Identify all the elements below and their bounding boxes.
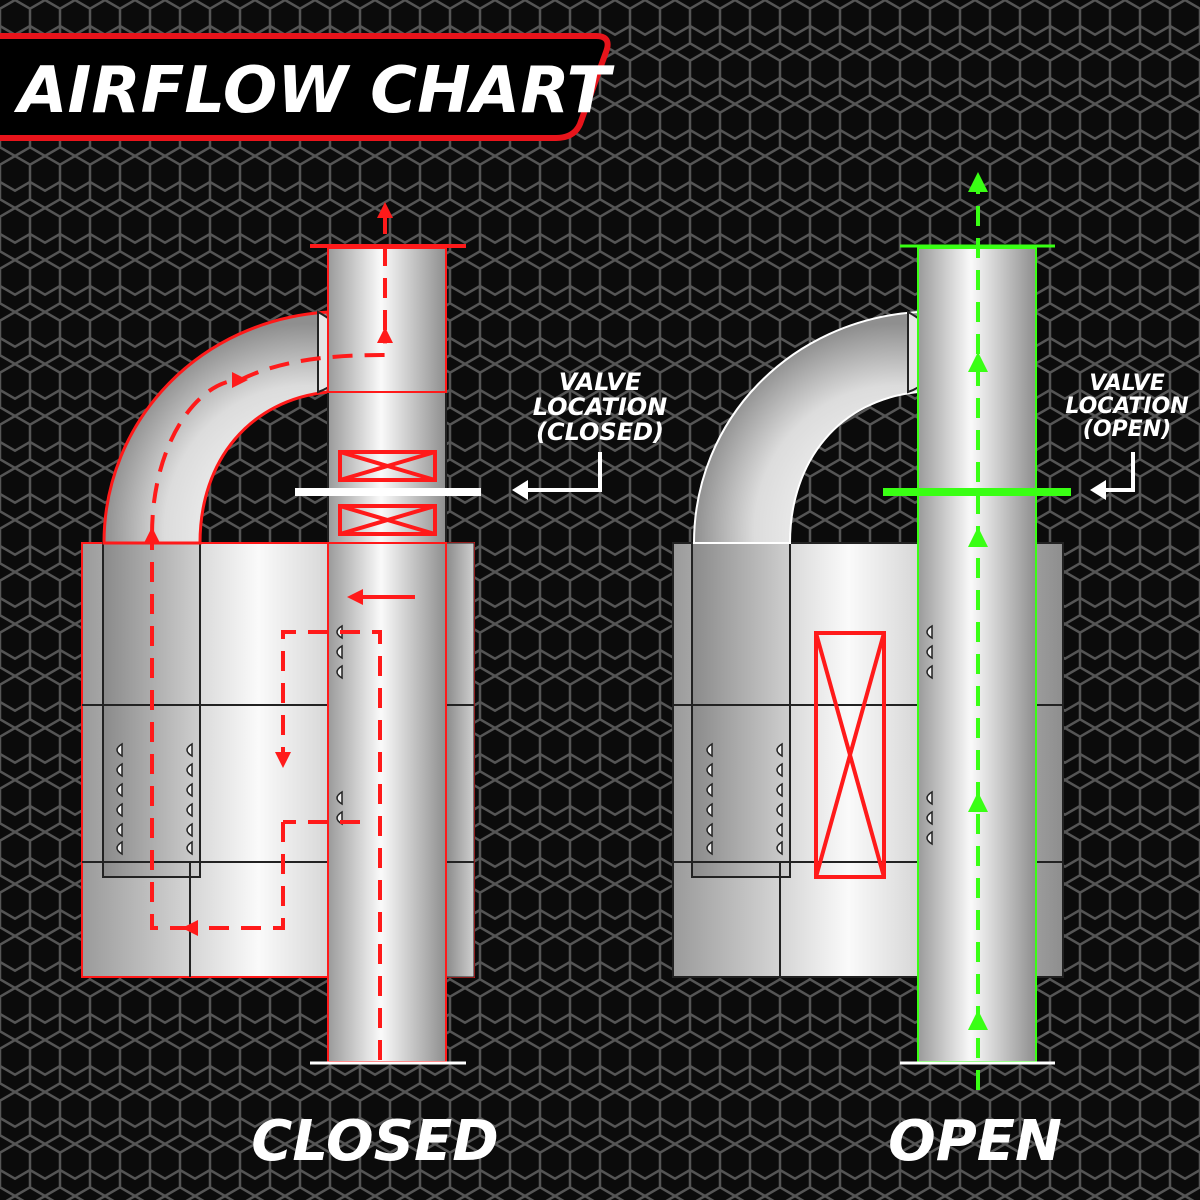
perforation-hole — [776, 782, 783, 798]
open-valve-label: VALVE LOCATION (OPEN) — [1065, 371, 1188, 442]
perforation-hole — [776, 742, 783, 758]
svg-text:LOCATION: LOCATION — [533, 393, 668, 421]
perforation-hole — [776, 840, 783, 856]
perforation-hole — [776, 822, 783, 838]
pointer-arrow-icon — [525, 452, 602, 492]
open-valve-icon — [814, 631, 886, 879]
perforation-hole — [116, 840, 123, 856]
open-muffler — [672, 172, 1071, 1090]
perforation-hole — [926, 644, 933, 660]
svg-text:(OPEN): (OPEN) — [1083, 417, 1171, 442]
open-airflow-path — [968, 172, 988, 1090]
perforation-hole — [706, 782, 713, 798]
closed-valve-marker — [295, 488, 481, 496]
closed-label: CLOSED — [251, 1109, 498, 1174]
perforation-hole — [336, 790, 343, 806]
perforation-hole — [336, 664, 343, 680]
open-label: OPEN — [888, 1109, 1062, 1174]
perforation-hole — [116, 762, 123, 778]
svg-text:VALVE: VALVE — [1089, 371, 1165, 396]
svg-text:LOCATION: LOCATION — [1065, 394, 1188, 419]
svg-text:(CLOSED): (CLOSED) — [536, 418, 664, 446]
title-banner: AIRFLOW CHART — [0, 33, 615, 141]
open-valve-marker — [883, 488, 1071, 496]
perforation-hole — [706, 802, 713, 818]
exhaust-pipe — [327, 247, 447, 1063]
perforation-hole — [116, 822, 123, 838]
perforation-hole — [776, 802, 783, 818]
perforation-hole — [186, 762, 193, 778]
perforation-hole — [336, 644, 343, 660]
perforation-hole — [926, 624, 933, 640]
perforation-hole — [116, 802, 123, 818]
perforation-hole — [706, 840, 713, 856]
perforation-hole — [776, 762, 783, 778]
closed-valve-icon — [338, 450, 437, 536]
perforation-hole — [926, 664, 933, 680]
closed-valve-label: VALVE LOCATION (CLOSED) — [533, 368, 668, 446]
closed-muffler — [81, 202, 481, 1065]
perforations — [116, 624, 343, 856]
perforation-hole — [706, 822, 713, 838]
perforation-hole — [926, 830, 933, 846]
perforation-hole — [116, 782, 123, 798]
perforation-hole — [186, 822, 193, 838]
perforation-hole — [706, 762, 713, 778]
perforation-hole — [336, 624, 343, 640]
perforation-hole — [186, 782, 193, 798]
closed-airflow-path — [144, 202, 415, 1060]
perforation-hole — [186, 802, 193, 818]
svg-text:VALVE: VALVE — [559, 368, 642, 396]
perforation-hole — [706, 742, 713, 758]
perforations — [706, 624, 933, 856]
perforation-hole — [926, 790, 933, 806]
perforation-hole — [186, 742, 193, 758]
perforation-hole — [186, 840, 193, 856]
pointer-arrow-icon — [1105, 452, 1135, 492]
perforation-hole — [926, 810, 933, 826]
page-title: AIRFLOW CHART — [13, 54, 615, 128]
perforation-hole — [116, 742, 123, 758]
